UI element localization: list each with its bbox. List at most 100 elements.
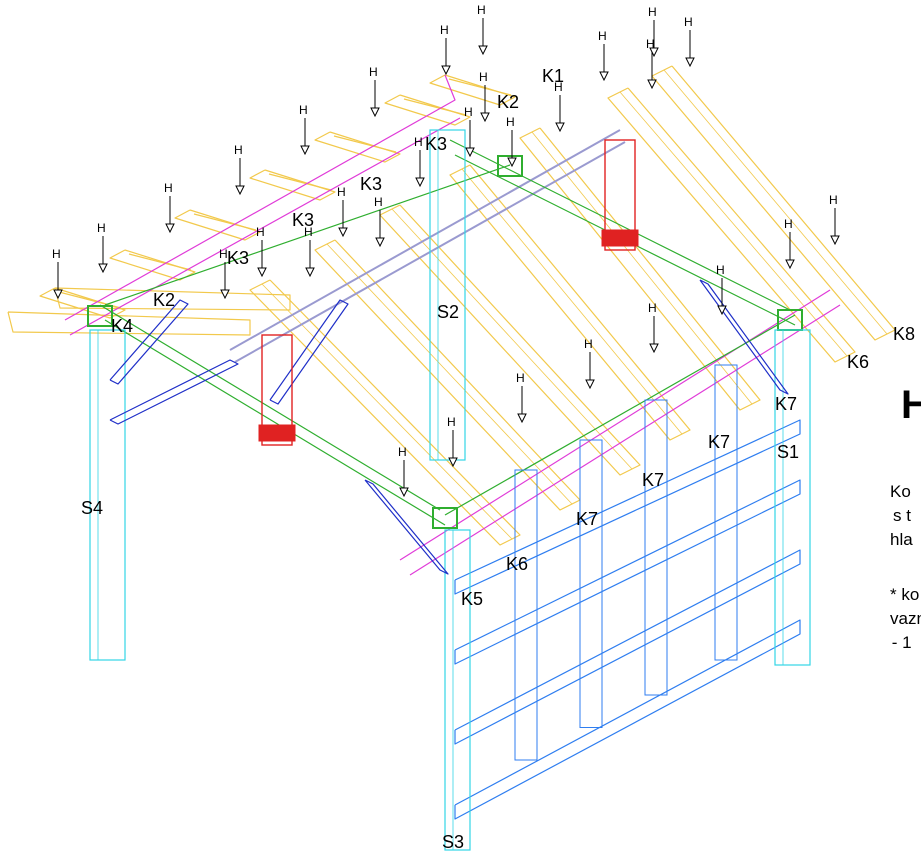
wall-stud — [644, 399, 668, 696]
load-arrow-head — [441, 65, 451, 76]
wall-rail — [454, 479, 801, 665]
load-arrow-head — [399, 487, 409, 498]
rafter-edge — [268, 173, 332, 191]
rafter-long — [519, 127, 761, 411]
label-s1: S1 — [777, 442, 799, 462]
plate-joint — [497, 155, 523, 177]
ridge-beam-upper — [64, 74, 456, 321]
side-note-line-6: - 1 — [887, 633, 912, 652]
rafter-edge — [448, 78, 512, 96]
load-marker: H — [234, 143, 243, 157]
rafter-edge — [193, 213, 257, 231]
load-arrow-head — [220, 289, 230, 300]
label-k3: K3 — [425, 134, 447, 154]
load-marker: H — [477, 3, 486, 17]
load-arrow-head — [53, 289, 63, 300]
label-k7: K7 — [775, 394, 797, 414]
purlin-upper — [229, 129, 621, 351]
load-arrow-head — [830, 235, 840, 246]
load-marker: H — [648, 301, 657, 315]
eave-rafter — [54, 287, 291, 311]
load-marker: H — [506, 115, 515, 129]
rafter-long-edge — [326, 243, 573, 505]
label-k3: K3 — [360, 174, 382, 194]
king-post-base — [258, 424, 296, 442]
load-arrow-head — [305, 267, 315, 278]
wall-rail — [454, 419, 801, 595]
rafter-long-edge — [663, 69, 888, 335]
load-marker: H — [684, 15, 693, 29]
load-arrow-head — [448, 457, 458, 468]
load-marker: H — [304, 225, 313, 239]
load-arrow-head — [465, 147, 475, 158]
load-arrow-head — [478, 45, 488, 56]
label-k1: K1 — [542, 66, 564, 86]
label-s3: S3 — [442, 832, 464, 852]
ridge-beam-lower — [69, 117, 461, 336]
label-s4: S4 — [81, 498, 103, 518]
load-marker: H — [374, 195, 383, 209]
ridge-beams — [64, 74, 841, 576]
load-marker: H — [299, 103, 308, 117]
front-beam-lower — [409, 304, 841, 576]
rafter-long — [607, 87, 856, 363]
load-arrow-head — [375, 237, 385, 248]
column — [444, 529, 471, 851]
label-k7: K7 — [576, 509, 598, 529]
rafters — [7, 65, 896, 546]
side-note-line-3: hla — [890, 530, 913, 549]
side-heading: H — [901, 383, 921, 427]
column — [89, 329, 126, 661]
rafter-long — [314, 239, 581, 511]
load-arrow-head — [165, 223, 175, 234]
rafter-head — [384, 94, 471, 126]
rafter-head — [314, 131, 401, 163]
load-arrow-head — [517, 413, 527, 424]
load-marker: H — [97, 221, 106, 235]
load-marker: H — [516, 371, 525, 385]
load-marker: H — [369, 65, 378, 79]
load-arrow-head — [785, 259, 795, 270]
load-arrow-head — [480, 112, 490, 123]
purlins — [229, 129, 626, 363]
load-marker: H — [52, 247, 61, 261]
rafter-long-edge — [531, 131, 753, 405]
load-marker: H — [554, 80, 563, 94]
side-note-line-2: s t — [893, 506, 911, 525]
wall-plate — [449, 139, 791, 311]
load-arrow-head — [647, 79, 657, 90]
side-note-line-1: Ko — [890, 482, 911, 501]
rafter-edge — [128, 253, 192, 271]
brace — [364, 479, 449, 575]
rafter-long-edge — [391, 208, 633, 470]
load-arrow-head — [649, 343, 659, 354]
load-arrow-head — [370, 107, 380, 118]
wall-rail — [454, 549, 801, 745]
braces — [109, 279, 789, 575]
brace — [699, 279, 789, 395]
label-k3: K3 — [292, 210, 314, 230]
label-k3: K3 — [227, 248, 249, 268]
label-k6: K6 — [506, 554, 528, 574]
plate-joint — [432, 507, 458, 529]
load-marker: H — [256, 225, 265, 239]
front-beam-upper — [399, 289, 831, 561]
label-s2: S2 — [437, 302, 459, 322]
load-marker: H — [584, 337, 593, 351]
load-marker: H — [447, 415, 456, 429]
label-k7: K7 — [708, 432, 730, 452]
king-post — [261, 334, 293, 446]
rafter-edge — [403, 98, 467, 116]
load-arrow-head — [599, 71, 609, 82]
load-marker: H — [648, 5, 657, 19]
wall-stud — [579, 439, 603, 728]
load-arrow-head — [685, 57, 695, 68]
load-marker: H — [598, 29, 607, 43]
load-marker: H — [219, 247, 228, 261]
wall-plate — [104, 164, 511, 306]
load-arrow-head — [585, 379, 595, 390]
rafter-long — [449, 164, 691, 441]
load-marker: H — [479, 70, 488, 84]
